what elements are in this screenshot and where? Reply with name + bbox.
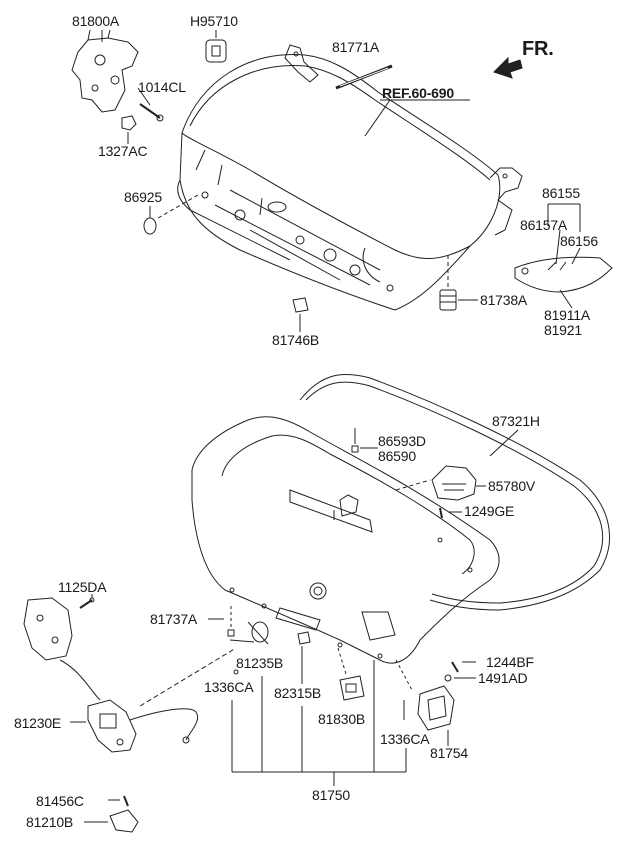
grommet-81235b: [251, 621, 269, 643]
plug-86925: [143, 217, 157, 235]
trunk-lid: [177, 53, 501, 311]
part-label-81921: 81921: [544, 322, 582, 338]
part-label-81911a: 81911A: [544, 307, 591, 323]
part-label-81750: 81750: [312, 787, 350, 803]
part-label-1327ac: 1327AC: [98, 143, 148, 159]
bumper-82315b: [297, 631, 311, 645]
clip-86593d: [351, 445, 359, 453]
part-label-1336ca-left: 1336CA: [204, 679, 254, 695]
part-label-1491ad: 1491AD: [478, 670, 528, 686]
emblem-bracket: [514, 256, 613, 293]
part-label-86593d: 86593D: [378, 433, 426, 449]
part-label-1125da: 1125DA: [58, 579, 107, 595]
part-label-81746b: 81746B: [272, 332, 320, 348]
latch-assembly: [71, 29, 139, 113]
part-label-81800a: 81800A: [72, 13, 120, 29]
bumper-h95710: [205, 39, 227, 63]
trunk-trim-panel: [191, 416, 500, 664]
part-label-81210b: 81210B: [26, 814, 74, 830]
part-label-81456c: 81456C: [36, 793, 84, 809]
bumper-81738a: [439, 289, 457, 311]
part-label-81737a: 81737A: [150, 611, 198, 627]
reference-label: REF.60-690: [382, 85, 454, 101]
trunk-hinge-right: [489, 167, 523, 236]
trunk-lock-actuator: [87, 699, 137, 753]
part-label-86590: 86590: [378, 448, 416, 464]
clip-81737a: [227, 629, 235, 637]
part-label-87321h: 87321H: [492, 413, 540, 429]
front-direction-label: FR.: [522, 38, 554, 60]
weatherstrip: [299, 373, 611, 611]
part-label-86157a: 86157A: [520, 217, 568, 233]
part-label-81235b: 81235B: [236, 655, 284, 671]
part-label-85780v: 85780V: [488, 478, 536, 494]
part-label-1249ge: 1249GE: [464, 503, 515, 519]
part-label-81754: 81754: [430, 745, 468, 761]
actuator-bracket: [23, 597, 73, 661]
trunk-hinge-left: [284, 44, 319, 83]
part-label-81230e: 81230E: [14, 715, 62, 731]
clip-81746b: [292, 297, 309, 313]
trunk-handle: [417, 685, 455, 731]
garnish-85780v: [431, 465, 477, 501]
part-label-81738a: 81738A: [480, 292, 528, 308]
part-label-82315b: 82315B: [274, 685, 322, 701]
part-label-1014cl: 1014CL: [138, 79, 186, 95]
part-label-86156: 86156: [560, 233, 598, 249]
part-label-86925: 86925: [124, 189, 162, 205]
trunk-switch: [339, 675, 365, 701]
part-label-81771a: 81771A: [332, 39, 380, 55]
part-label-81830b: 81830B: [318, 711, 366, 727]
part-label-1336ca-right: 1336CA: [380, 731, 430, 747]
assembly-bracket-81750: [231, 660, 407, 786]
gas-lifter: [335, 64, 393, 90]
part-label-1244bf: 1244BF: [486, 654, 534, 670]
key-cylinder-cap: [109, 809, 139, 833]
nut-1327ac: [121, 115, 137, 131]
part-label-h95710: H95710: [190, 13, 238, 29]
bolt-1014cl: [139, 103, 164, 122]
part-label-86155: 86155: [542, 185, 580, 201]
front-arrow-icon: [493, 56, 523, 79]
